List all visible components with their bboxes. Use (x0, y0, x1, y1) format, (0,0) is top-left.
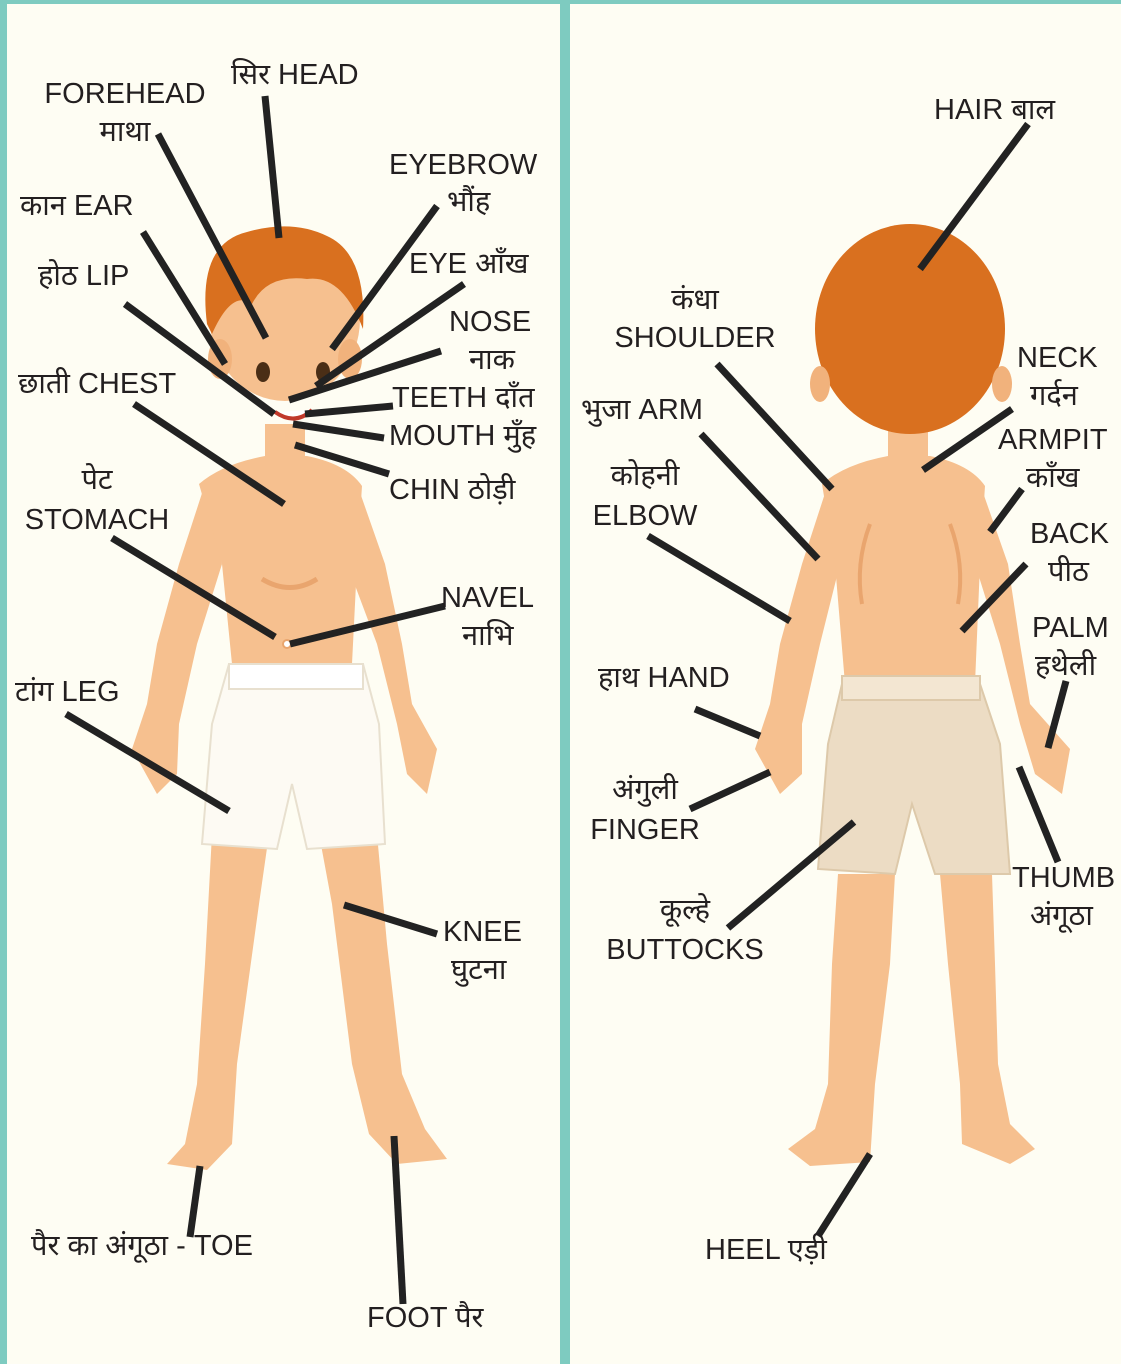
label-palm-hi: हथेली (1035, 650, 1096, 683)
label-back-hi: पीठ (1048, 556, 1089, 589)
label-thumb-hi: अंगूठा (1030, 900, 1093, 933)
label-hair: HAIR बाल (934, 94, 1055, 127)
label-heel: HEEL एड़ी (705, 1234, 827, 1267)
label-leg: टांग LEG (15, 676, 120, 709)
label-finger-hi: अंगुली (580, 774, 710, 807)
label-stomach-hi: पेट (17, 464, 177, 497)
label-elbow-en: ELBOW (575, 500, 715, 533)
label-back-en: BACK (1030, 518, 1109, 551)
label-neck-hi: गर्दन (1030, 380, 1078, 413)
label-ear: कान EAR (20, 190, 134, 223)
label-lip: होठ LIP (38, 260, 129, 293)
label-palm-en: PALM (1032, 612, 1109, 645)
front-shorts (202, 664, 385, 849)
label-stomach-en: STOMACH (12, 504, 182, 537)
label-armpit-hi: काँख (1026, 462, 1080, 495)
label-shoulder-en: SHOULDER (600, 322, 790, 355)
label-toe: पैर का अंगूठा - TOE (31, 1230, 253, 1263)
label-foot: FOOT पैर (367, 1302, 483, 1335)
label-forehead-hi: माथा (35, 116, 215, 149)
front-left-leg (167, 834, 269, 1170)
label-arm: भुजा ARM (581, 394, 703, 427)
label-chin: CHIN ठोड़ी (389, 474, 515, 507)
label-buttocks-hi: कूल्हे (610, 894, 760, 927)
label-navel-hi: नाभि (462, 620, 514, 653)
label-eye: EYE आँख (409, 248, 528, 281)
label-knee-en: KNEE (443, 916, 522, 949)
label-head: सिर HEAD (231, 59, 359, 92)
label-neck-en: NECK (1017, 342, 1098, 375)
label-elbow-hi: कोहनी (575, 460, 715, 493)
label-buttocks-en: BUTTOCKS (590, 934, 780, 967)
label-nose-hi: नाक (469, 344, 515, 377)
back-left-leg (788, 874, 895, 1166)
front-right-leg (319, 834, 447, 1164)
label-eyebrow-hi: भौंह (447, 186, 490, 219)
label-hand: हाथ HAND (598, 662, 730, 695)
label-nose-en: NOSE (449, 306, 531, 339)
back-hair (815, 224, 1005, 434)
label-thumb-en: THUMB (1012, 862, 1115, 895)
label-forehead-en: FOREHEAD (35, 78, 215, 111)
front-view-panel: सिर HEAD FOREHEAD माथा EYEBROW भौंह कान … (7, 4, 560, 1364)
label-finger-en: FINGER (575, 814, 715, 847)
label-mouth: MOUTH मुँह (389, 420, 536, 453)
label-knee-hi: घुटना (451, 954, 506, 987)
label-eyebrow-en: EYEBROW (389, 149, 537, 182)
back-shorts (818, 684, 1010, 874)
back-view-panel: HAIR बाल कंधा SHOULDER NECK गर्दन भुजा A… (570, 4, 1121, 1364)
label-teeth: TEETH दाँत (392, 382, 535, 415)
label-shoulder-hi: कंधा (610, 284, 780, 317)
label-navel-en: NAVEL (441, 582, 534, 615)
back-right-leg (940, 874, 1035, 1164)
label-chest: छाती CHEST (18, 368, 176, 401)
label-armpit-en: ARMPIT (998, 424, 1108, 457)
